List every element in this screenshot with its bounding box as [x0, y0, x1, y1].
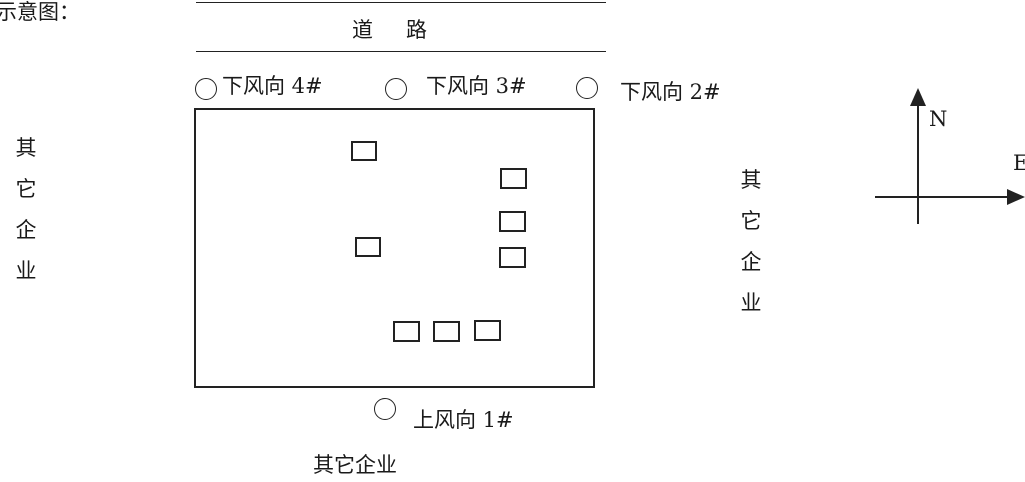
building [355, 237, 381, 257]
east-neighbor-char: 它 [740, 209, 762, 233]
monitoring-point-2-marker [576, 77, 598, 99]
building [433, 321, 460, 342]
west-neighbor-char: 业 [15, 259, 37, 283]
site-boundary [194, 108, 595, 388]
monitoring-point-1-label: 上风向 1# [413, 408, 514, 432]
south-neighbor-label: 其它企业 [313, 453, 397, 477]
west-neighbor-label: 其 它 企 业 [14, 138, 38, 302]
east-neighbor-label: 其 它 企 业 [739, 170, 763, 334]
building [474, 320, 501, 341]
diagram-title: 示意图： [0, 0, 80, 24]
road-top-edge [196, 2, 606, 3]
monitoring-point-1-marker [374, 398, 396, 420]
monitoring-point-3-marker [385, 78, 407, 100]
building [499, 211, 526, 232]
monitoring-point-3-label: 下风向 3# [426, 74, 527, 98]
monitoring-point-4-marker [195, 78, 217, 100]
building [500, 168, 527, 189]
building [393, 321, 420, 342]
west-neighbor-char: 企 [15, 218, 37, 242]
monitoring-point-4-label: 下风向 4# [222, 74, 323, 98]
east-neighbor-char: 其 [740, 168, 762, 192]
west-neighbor-char: 它 [15, 177, 37, 201]
east-neighbor-char: 企 [740, 250, 762, 274]
road-bottom-edge [196, 51, 606, 52]
building [499, 247, 526, 268]
building [351, 141, 377, 161]
compass-icon [875, 88, 1025, 224]
compass-east-label: E [1013, 151, 1025, 175]
east-neighbor-char: 业 [740, 291, 762, 315]
monitoring-point-2-label: 下风向 2# [620, 80, 721, 104]
road-label: 道 路 [352, 18, 433, 42]
compass-north-label: N [929, 107, 948, 131]
west-neighbor-char: 其 [15, 136, 37, 160]
